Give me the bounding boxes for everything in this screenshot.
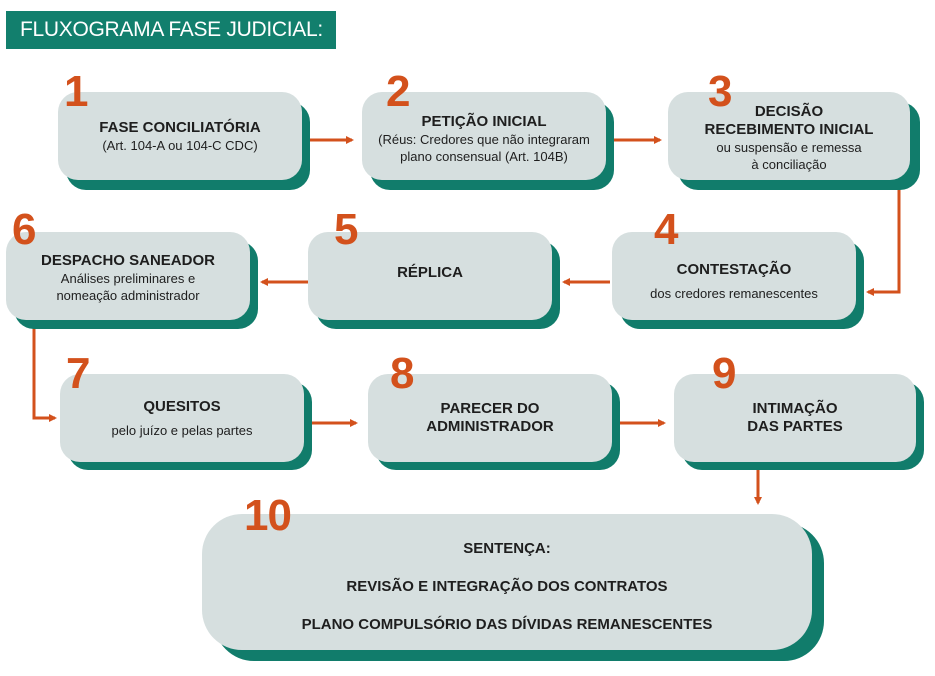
step-3-heading-2: RECEBIMENTO INICIAL xyxy=(704,121,874,138)
arrow-6-7 xyxy=(32,326,57,422)
step-9-number: 9 xyxy=(712,349,737,398)
arrow-3-4 xyxy=(866,186,901,296)
page-title: FLUXOGRAMA FASE JUDICIAL: xyxy=(6,11,336,49)
step-4-sub: dos credores remanescentes xyxy=(650,285,818,301)
step-6-sub-1: Análises preliminares e xyxy=(60,271,196,286)
step-6-heading: DESPACHO SANEADOR xyxy=(41,252,215,269)
step-2-number: 2 xyxy=(386,67,411,116)
step-7-heading: QUESITOS xyxy=(143,397,221,415)
step-10-line-1: REVISÃO E INTEGRAÇÃO DOS CONTRATOS xyxy=(346,578,668,595)
step-4-box: CONTESTAÇÃO dos credores remanescentes xyxy=(612,232,856,320)
step-2-box: PETIÇÃO INICIAL (Réus: Credores que não … xyxy=(362,92,606,180)
step-3-sub-1: ou suspensão e remessa xyxy=(716,140,862,155)
step-6-box: DESPACHO SANEADOR Análises preliminares … xyxy=(6,232,250,320)
step-10-heading: SENTENÇA: xyxy=(463,540,551,557)
step-1-heading: FASE CONCILIATÓRIA xyxy=(99,118,261,136)
step-7-sub: pelo juízo e pelas partes xyxy=(111,422,253,438)
step-2-sub-1: (Réus: Credores que não integraram xyxy=(378,132,590,147)
step-7-box: QUESITOS pelo juízo e pelas partes xyxy=(60,374,304,462)
step-8-box: PARECER DO ADMINISTRADOR xyxy=(368,374,612,462)
step-8-heading-2: ADMINISTRADOR xyxy=(426,418,554,435)
step-2-heading: PETIÇÃO INICIAL xyxy=(421,113,547,130)
step-9-heading-2: DAS PARTES xyxy=(747,418,843,435)
step-5-box: RÉPLICA xyxy=(308,232,552,320)
step-4-number: 4 xyxy=(654,205,679,254)
step-3-number: 3 xyxy=(708,67,733,116)
step-1-box: FASE CONCILIATÓRIA (Art. 104-A ou 104-C … xyxy=(58,92,302,180)
step-2-sub-2: plano consensual (Art. 104B) xyxy=(400,149,568,164)
step-8-number: 8 xyxy=(390,349,415,398)
step-1-number: 1 xyxy=(64,67,89,116)
step-8-heading-1: PARECER DO xyxy=(440,400,540,417)
step-10-box: SENTENÇA: REVISÃO E INTEGRAÇÃO DOS CONTR… xyxy=(202,514,812,650)
step-7-number: 7 xyxy=(66,349,91,398)
step-1-sub: (Art. 104-A ou 104-C CDC) xyxy=(102,137,258,153)
step-3-box: DECISÃO RECEBIMENTO INICIAL ou suspensão… xyxy=(668,92,910,180)
step-5-number: 5 xyxy=(334,205,359,254)
step-3-heading-1: DECISÃO xyxy=(754,103,824,120)
step-3-sub-2: à conciliação xyxy=(751,157,827,172)
step-10-line-2: PLANO COMPULSÓRIO DAS DÍVIDAS REMANESCEN… xyxy=(301,616,713,633)
step-9-box: INTIMAÇÃO DAS PARTES xyxy=(674,374,916,462)
step-9-heading-1: INTIMAÇÃO xyxy=(752,400,838,417)
step-4-heading: CONTESTAÇÃO xyxy=(676,260,792,278)
step-6-sub-2: nomeação administrador xyxy=(56,288,200,303)
step-5-heading: RÉPLICA xyxy=(397,264,463,281)
step-6-number: 6 xyxy=(12,205,37,254)
step-10-number: 10 xyxy=(244,491,292,540)
